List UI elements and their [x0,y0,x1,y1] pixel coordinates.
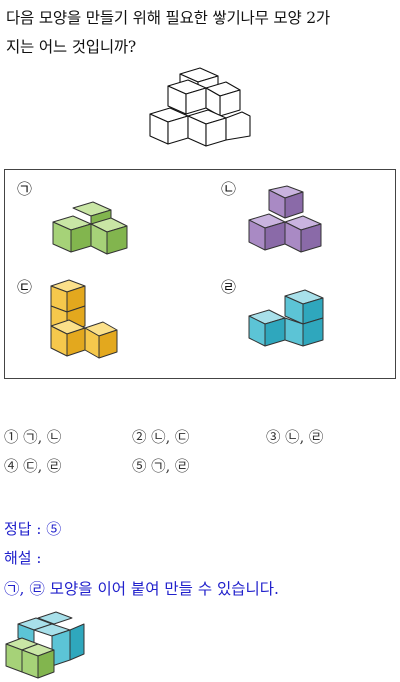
answer-label: 정답 : ⑤ [4,520,62,538]
option-4-cyan-blocks-figure [248,289,324,347]
choice-3[interactable]: ③ ㉡, ㉣ [266,430,324,446]
option-label-4: ㉣ [221,278,237,296]
question-text: 다음 모양을 만들기 위해 필요한 쌓기나무 모양 2가 지는 어느 것입니까? [6,4,396,62]
question-line-2: 지는 어느 것입니까? [6,38,137,56]
option-2-purple-blocks-figure [248,185,322,253]
choice-5[interactable]: ⑤ ㉠, ㉣ [132,459,190,475]
question-line-1: 다음 모양을 만들기 위해 필요한 쌓기나무 모양 2가 [6,9,330,27]
option-1-green-blocks-figure [52,201,128,255]
choice-4[interactable]: ④ ㉢, ㉣ [4,459,62,475]
explanation-label: 해설 : [4,549,42,567]
choice-1[interactable]: ① ㉠, ㉡ [4,430,62,446]
choice-2[interactable]: ② ㉡, ㉢ [132,430,190,446]
options-box: ㉠ ㉡ ㉢ [4,169,396,379]
target-shape-figure [149,67,251,147]
option-label-2: ㉡ [221,180,237,198]
explanation-text: ㉠, ㉣ 모양을 이어 붙여 만들 수 있습니다. [4,580,279,598]
option-3-yellow-blocks-figure [50,279,118,359]
option-label-1: ㉠ [17,180,33,198]
explanation-combined-figure [5,611,85,679]
option-label-3: ㉢ [17,278,33,296]
